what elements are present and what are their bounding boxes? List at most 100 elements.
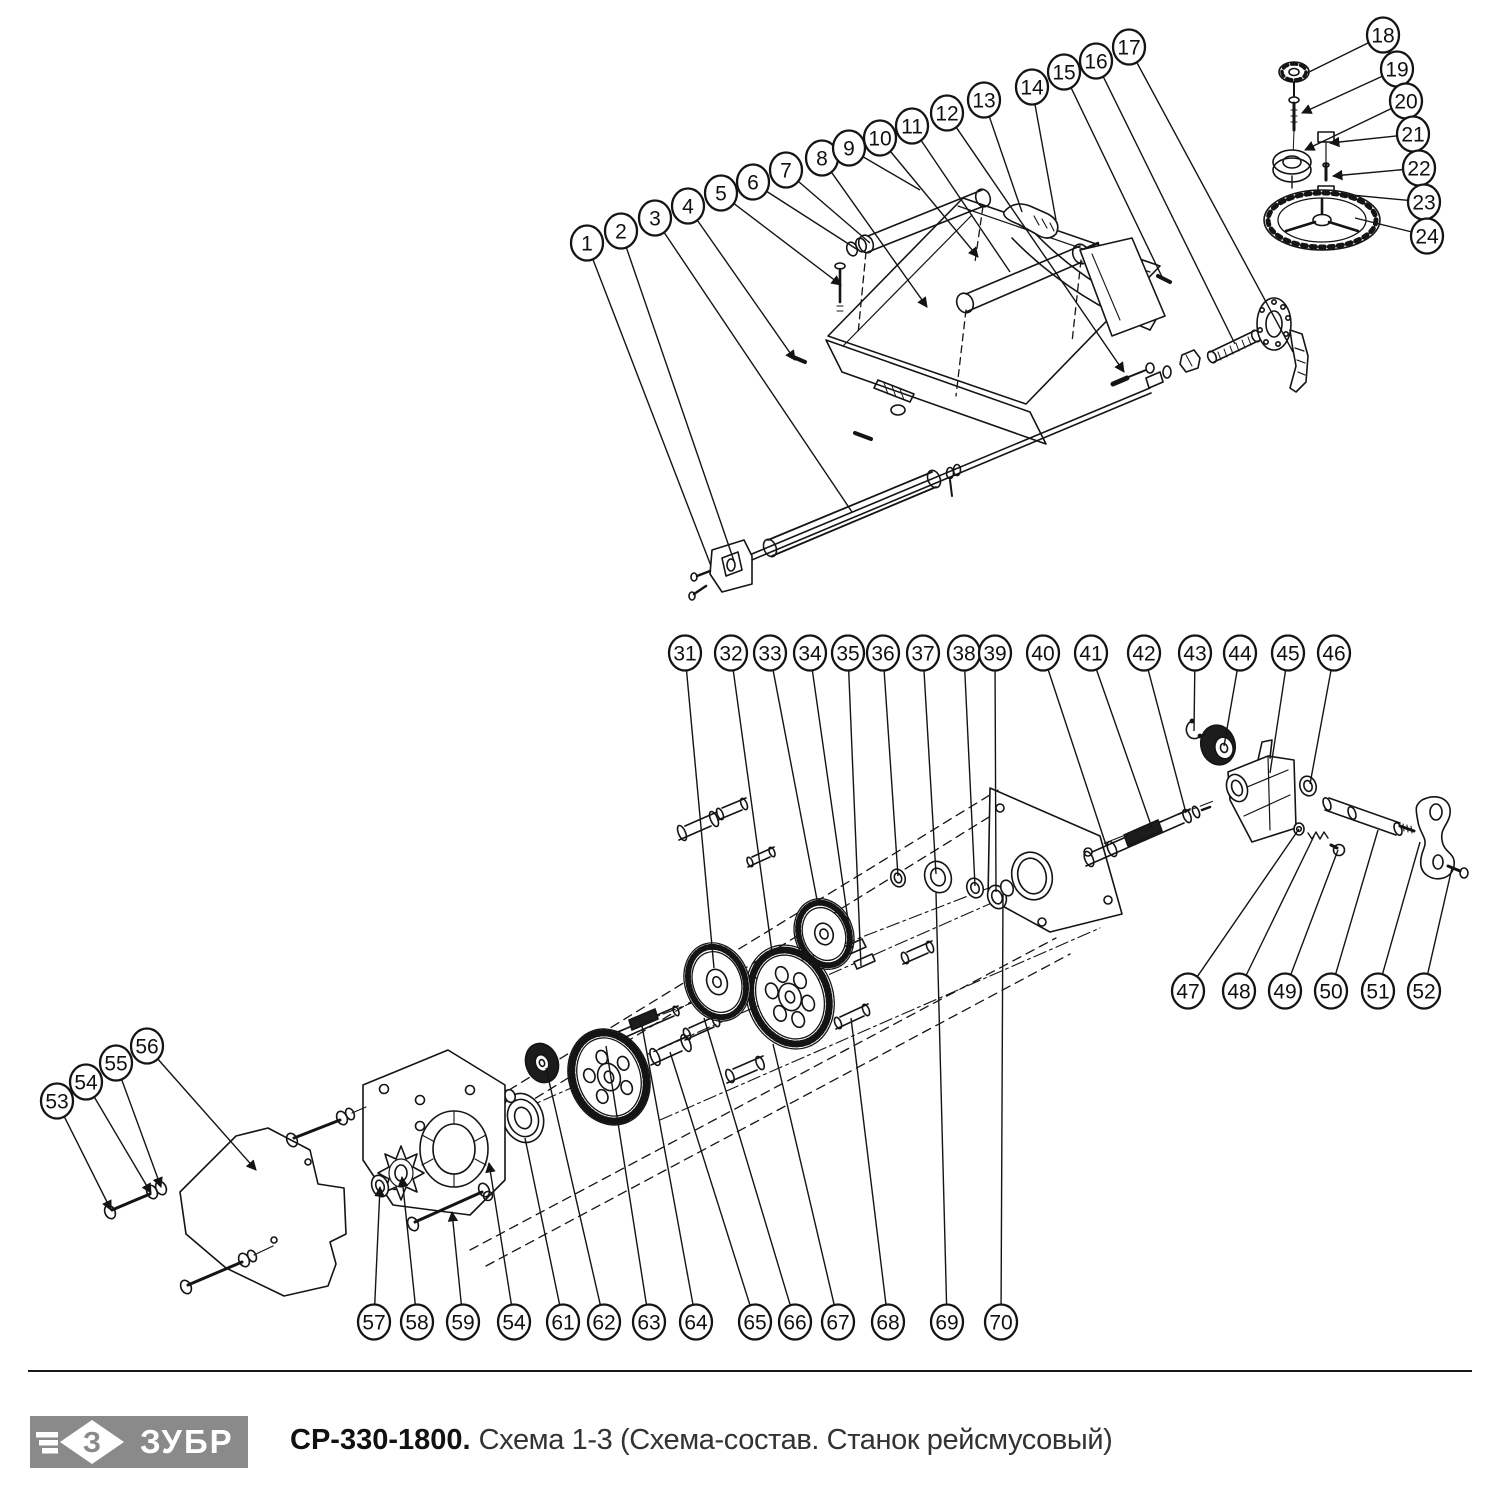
callout-circle-41 [1073, 634, 1109, 672]
leader-line-15 [1070, 87, 1164, 280]
callout-circle-69 [929, 1303, 965, 1341]
callout-number-31: 31 [673, 643, 696, 666]
callout-circle-52 [1406, 972, 1442, 1010]
leader-line-31 [685, 670, 715, 969]
callout-circle-42 [1126, 634, 1162, 672]
callout-51: 51 [1360, 972, 1396, 1010]
callout-circle-47 [1170, 972, 1206, 1010]
callout-number-10: 10 [868, 128, 891, 151]
callout-circle-59 [445, 1303, 481, 1341]
callout-number-52: 52 [1412, 981, 1435, 1004]
callout-number-11: 11 [901, 116, 923, 139]
callout-number-22: 22 [1407, 158, 1430, 181]
leader-line-4 [696, 219, 796, 361]
callout-number-54b: 54 [502, 1312, 526, 1335]
callout-number-35: 35 [836, 643, 859, 666]
leader-line-38 [964, 670, 976, 887]
leader-line-49 [1290, 849, 1339, 975]
callout-number-19: 19 [1385, 59, 1408, 82]
callout-circle-56 [129, 1027, 165, 1065]
callout-55: 55 [98, 1044, 134, 1082]
leader-line-43 [1193, 670, 1196, 732]
callout-17: 17 [1111, 28, 1147, 66]
callout-number-5: 5 [715, 183, 727, 206]
callout-number-44: 44 [1228, 643, 1252, 666]
callout-41: 41 [1073, 634, 1109, 672]
callout-circle-65 [737, 1303, 773, 1341]
leader-line-22 [1331, 168, 1403, 181]
callout-number-59: 59 [451, 1312, 474, 1335]
callout-circle-48 [1221, 972, 1257, 1010]
callout-circle-39 [977, 634, 1013, 672]
leader-line-16 [1102, 76, 1236, 345]
callout-circle-70 [983, 1303, 1019, 1341]
leader-line-65 [669, 1051, 751, 1306]
callout-68: 68 [870, 1303, 906, 1341]
callout-number-56: 56 [135, 1036, 158, 1059]
callout-number-48: 48 [1227, 981, 1250, 1004]
leader-line-50 [1334, 829, 1379, 975]
callout-circle-54b [496, 1303, 532, 1341]
callout-number-3: 3 [649, 208, 661, 231]
diagram-title: СР-330-1800. Схема 1-3 (Схема-состав. Ст… [290, 1424, 1113, 1457]
leader-line-13 [988, 116, 1023, 213]
callout-number-46: 46 [1322, 643, 1345, 666]
callout-number-6: 6 [747, 172, 759, 195]
leader-line-57 [374, 1185, 385, 1305]
callout-number-43: 43 [1183, 643, 1206, 666]
leader-line-21 [1328, 135, 1397, 148]
callout-65: 65 [737, 1303, 773, 1341]
zubr-logo: З ЗУБР [30, 1416, 248, 1468]
callout-circle-37 [905, 634, 941, 672]
callout-number-14: 14 [1020, 77, 1044, 100]
callout-44: 44 [1222, 634, 1258, 672]
callout-3: 3 [637, 199, 673, 237]
model-number: СР-330-1800. [290, 1424, 471, 1456]
callout-circle-15 [1046, 53, 1082, 91]
callout-number-34: 34 [798, 643, 822, 666]
callout-57: 57 [356, 1303, 392, 1341]
leader-line-32 [732, 670, 773, 953]
callout-circle-5 [703, 174, 739, 212]
leader-line-54b [485, 1161, 513, 1305]
callout-circle-13 [966, 81, 1002, 119]
callout-5: 5 [703, 174, 739, 212]
callout-circle-50 [1313, 972, 1349, 1010]
callout-circle-3 [637, 199, 673, 237]
footer-divider [28, 1370, 1472, 1372]
callout-15: 15 [1046, 53, 1082, 91]
callout-number-49: 49 [1273, 981, 1296, 1004]
callout-number-42: 42 [1132, 643, 1155, 666]
leader-line-33 [772, 670, 819, 906]
callout-62: 62 [586, 1303, 622, 1341]
callout-54b: 54 [496, 1303, 532, 1341]
leader-line-1 [592, 259, 712, 567]
callout-number-33: 33 [758, 643, 781, 666]
callout-number-41: 41 [1079, 643, 1102, 666]
leader-line-55 [120, 1079, 163, 1188]
leader-line-9 [862, 156, 921, 191]
callout-4: 4 [670, 187, 706, 225]
callout-circle-34 [792, 634, 828, 672]
callout-circle-18 [1365, 16, 1401, 54]
leader-line-64 [641, 1025, 694, 1305]
callout-12: 12 [929, 94, 965, 132]
callout-6: 6 [735, 163, 771, 201]
callout-number-18: 18 [1371, 25, 1394, 48]
callout-24: 24 [1409, 217, 1445, 255]
leader-line-5 [733, 203, 842, 286]
leader-line-58 [397, 1175, 416, 1305]
callout-circle-31 [667, 634, 703, 672]
gearbox-assembly-drawing [103, 718, 1469, 1297]
footer: З ЗУБР СР-330-1800. Схема 1-3 (Схема-сос… [0, 1408, 1500, 1478]
callout-circle-54a [68, 1063, 104, 1101]
leader-line-52 [1426, 867, 1453, 975]
callout-22: 22 [1401, 149, 1437, 187]
callout-number-68: 68 [876, 1312, 899, 1335]
callout-11: 11 [894, 107, 930, 145]
leader-line-10 [889, 151, 979, 258]
callout-number-2: 2 [615, 221, 627, 244]
callout-number-65: 65 [743, 1312, 766, 1335]
callout-66: 66 [777, 1303, 813, 1341]
